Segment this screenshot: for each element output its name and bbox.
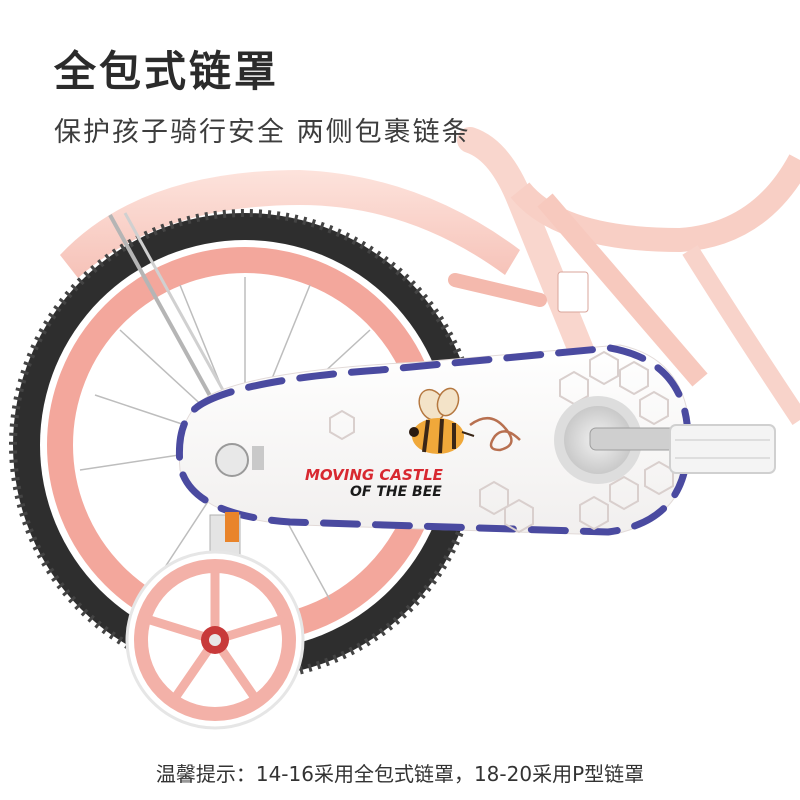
guard-logo-line2: OF THE BEE (350, 484, 442, 500)
axle-bolt (215, 443, 249, 477)
footnote: 温馨提示：14-16采用全包式链罩，18-20采用P型链罩 (155, 762, 645, 786)
training-wheel (125, 512, 305, 730)
chain-guard-dashed-outline (175, 344, 692, 536)
headline: 全包式链罩 (54, 47, 280, 96)
guard-logo-line1: MOVING CASTLE (305, 466, 444, 484)
bee-mascot-icon (409, 387, 521, 454)
rear-fender (60, 170, 520, 278)
subline: 保护孩子骑行安全 两侧包裹链条 (54, 117, 471, 148)
pedal (669, 424, 776, 474)
chain-guard (175, 344, 776, 536)
bike-frame (448, 127, 800, 425)
